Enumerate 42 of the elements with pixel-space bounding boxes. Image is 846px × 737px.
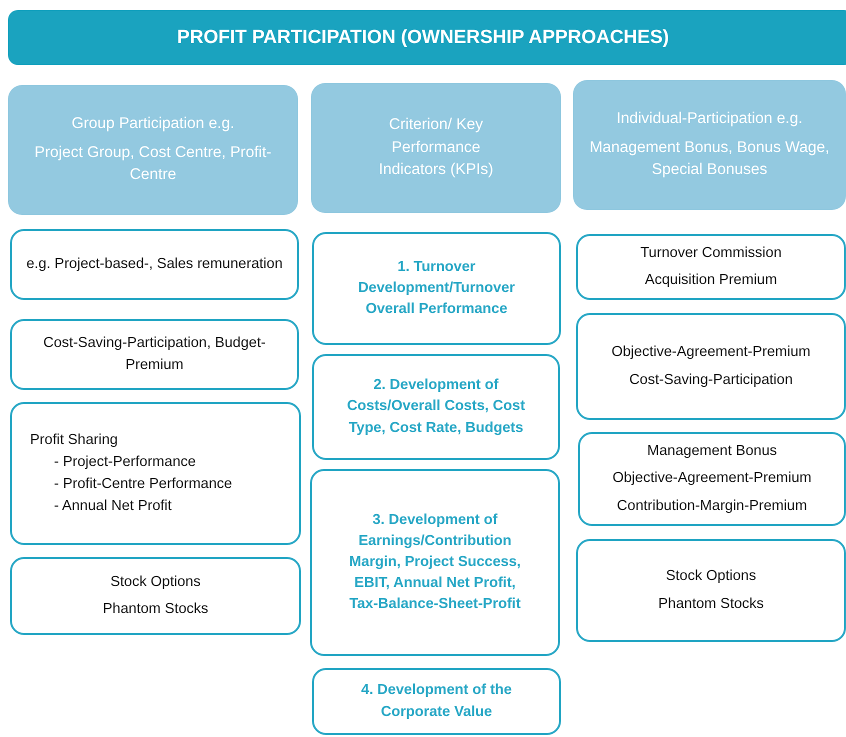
approach-box — [10, 229, 299, 300]
header-text: Project Group, Cost Centre, Profit-Centre — [34, 142, 272, 186]
approach-box — [10, 402, 301, 545]
kpi-box — [312, 232, 561, 345]
box-text: Contribution-Margin-Premium — [616, 496, 808, 516]
approach-box — [576, 234, 846, 300]
box-text: Acquisition Premium — [644, 271, 778, 290]
header-text: Management Bonus, Bonus Wage, Special Bonuses — [589, 138, 830, 180]
header-text: Criterion/ Key Performance Indicators (KPIs) — [378, 115, 494, 180]
box-text: Objective-Agreement-Premium — [612, 469, 812, 488]
box-text: 2. Development of Costs/Overall Costs, Cost Type, Cost Rate, Budgets — [346, 376, 526, 438]
approach-box — [576, 313, 846, 420]
box-text: 1. Turnover Development/Turnover Overall Performance — [357, 258, 516, 319]
box-text: Phantom Stocks — [658, 594, 764, 614]
box-text: Profit Sharing — [30, 430, 118, 450]
kpi-box — [310, 469, 560, 656]
approach-box — [10, 319, 299, 390]
approach-box — [576, 539, 846, 642]
box-text: Turnover Commission — [640, 244, 782, 263]
approach-box — [10, 557, 301, 635]
box-text: Phantom Stocks — [102, 600, 208, 619]
column-header — [311, 83, 561, 213]
list-item: - Annual Net Profit — [53, 497, 172, 516]
column-header — [573, 80, 846, 210]
title-banner: PROFIT PARTICIPATION (OWNERSHIP APPROACHES) — [8, 10, 846, 65]
box-text: e.g. Project-based-, Sales remuneration — [26, 254, 283, 274]
kpi-box — [312, 668, 561, 735]
approach-box — [578, 432, 846, 526]
box-text: Management Bonus — [647, 442, 777, 462]
box-text: Cost-Saving-Participation — [629, 370, 793, 390]
column-header — [8, 85, 298, 215]
header-text: Group Participation e.g. — [72, 114, 234, 134]
box-text: Cost-Saving-Participation, Budget-Premium — [42, 334, 267, 374]
kpi-box — [312, 354, 560, 460]
header-text: Individual-Participation e.g. — [616, 109, 803, 130]
box-text: Stock Options — [110, 572, 201, 592]
box-text: 4. Development of the Corporate Value — [360, 681, 513, 722]
list-item: - Profit-Centre Performance — [53, 475, 232, 494]
box-text: 3. Development of Earnings/Contribution Margin, Project Success, EBIT, Annual Net Profit, Tax-Balance-Sheet-Profit — [348, 510, 522, 614]
box-text: Objective-Agreement-Premium — [611, 343, 811, 362]
list-item: - Project-Performance — [53, 452, 196, 472]
box-text: Stock Options — [666, 567, 756, 586]
